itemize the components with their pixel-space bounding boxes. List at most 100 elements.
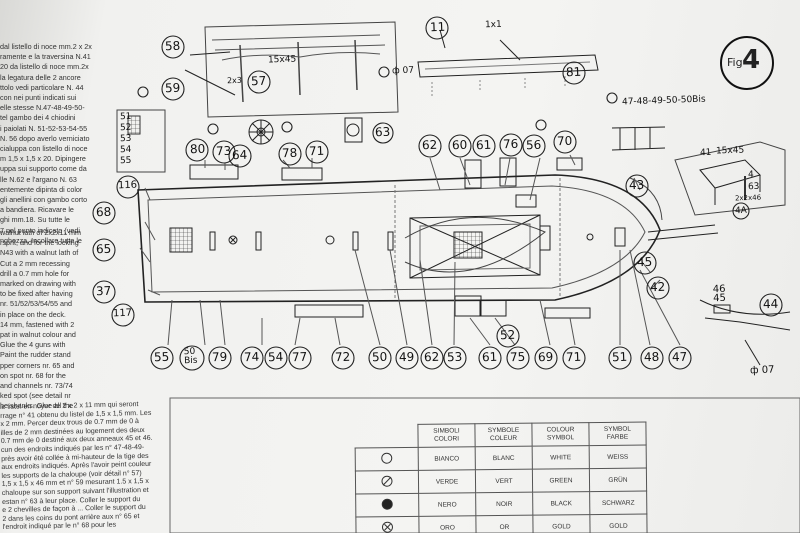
legend-row: ORO OR GOLD GOLD (355, 513, 648, 533)
label-81: 81 (565, 64, 582, 80)
label-60: 60 (451, 137, 468, 153)
label-44: 44 (762, 296, 779, 312)
text-line: in place on the deck. (0, 309, 66, 319)
cell: WEISS (589, 444, 647, 469)
label-75: 75 (509, 349, 526, 365)
text-line: gli anellini con gambo corto (0, 195, 88, 205)
text-line: 20 da listello di noce mm.2x (0, 62, 89, 72)
text-line: N. 56 dopo averlo verniciato (0, 133, 90, 143)
cell: SCHWARZ (589, 490, 647, 515)
label-51: 51 (119, 111, 132, 123)
header-de: SYMBOL FARBE (588, 421, 647, 446)
label-42: 42 (649, 279, 666, 295)
figure-number: 4 (742, 45, 761, 75)
label-62-top: 62 (421, 137, 438, 153)
text-line: walnut lath of 2x2x11 mm (0, 228, 81, 237)
text-line: i paiolati N. 51-52-53-54-55 (0, 123, 88, 133)
cell: ORO (418, 515, 477, 533)
text-line: entemente dipinta di color (0, 184, 83, 194)
label-49: 49 (398, 349, 415, 365)
cell: GOLD (532, 514, 591, 533)
label-72: 72 (334, 349, 351, 365)
label-43: 43 (628, 177, 645, 193)
cell: GREEN (532, 468, 590, 493)
cell: NOIR (475, 492, 533, 516)
label-55-bottom: 55 (153, 349, 170, 365)
text-line: rsprit, and for the locking (0, 238, 79, 248)
label-47: 47 (671, 349, 688, 365)
label-4a: 4A (734, 205, 748, 217)
text-line: he shanks. Glue all the (0, 401, 74, 411)
label-56: 56 (525, 137, 542, 153)
label-80: 80 (189, 141, 206, 157)
label-48: 48 (643, 349, 660, 365)
text-line: drill a 0.7 mm hole for (0, 268, 70, 278)
text-line: and channels nr. 73/74 (0, 381, 73, 391)
label-61-top: 61 (475, 137, 492, 153)
cell: NERO (418, 492, 476, 517)
cell: VERDE (418, 469, 476, 494)
circle-icon (381, 452, 393, 464)
text-line: ghi mm.18. Su tutte le (0, 215, 70, 225)
label-65: 65 (95, 241, 112, 257)
label-diam-07: ф 07 (391, 65, 415, 77)
label-78: 78 (281, 145, 298, 161)
text-line: uppa sui supporto come da (0, 164, 87, 174)
cell: VERT (475, 469, 533, 493)
label-53: 53 (119, 133, 132, 145)
header-it: SIMBOLI COLORI (417, 423, 476, 448)
cell: BLACK (532, 491, 590, 516)
label-71-top: 71 (308, 143, 325, 159)
label-45: 45 (636, 254, 653, 270)
legend-row: NERO NOIR BLACK SCHWARZ (355, 490, 647, 518)
text-line: la legatura delle 2 ancore (0, 72, 81, 82)
label-63-detail: 63 (747, 181, 760, 193)
text-line: nghezza. Incollare tutte le (0, 235, 82, 245)
text-line: marked on drawing with (0, 279, 76, 289)
text-line: ttolo vedi particolare N. 44 (0, 82, 84, 92)
label-73: 73 (215, 143, 232, 159)
label-63: 63 (374, 124, 391, 140)
text-line: nr. 51/52/53/54/55 and (0, 299, 72, 309)
label-54-bottom: 54 (267, 349, 284, 365)
label-52: 52 (119, 122, 132, 134)
label-51-bottom: 51 (611, 349, 628, 365)
header-fr: SYMBOLE COLEUR (474, 423, 533, 447)
text-line: to be fixed after having (0, 289, 73, 299)
text-line: N43 with a walnut lath of (0, 248, 79, 258)
label-1x1: 1x1 (484, 19, 502, 31)
cell: GRÜN (589, 467, 647, 492)
text-line: 7 nel punto indicato (vedi (0, 225, 80, 235)
text-line: Glue the 4 guns with (0, 340, 66, 350)
label-detail-15x45: 15x45 (267, 54, 297, 66)
text-line: con nei punti indicati sui (0, 93, 77, 103)
legend-row: BIANCO BLANC WHITE WEISS (355, 444, 647, 472)
label-70: 70 (556, 133, 573, 149)
circle-slash-icon (381, 475, 393, 487)
label-59: 59 (164, 80, 181, 96)
label-37: 37 (95, 283, 112, 299)
label-76: 76 (502, 136, 519, 152)
circle-filled-icon (381, 498, 393, 510)
label-117: 117 (112, 307, 133, 320)
label-4: 4 (747, 169, 754, 181)
label-52-bottom: 52 (499, 327, 516, 343)
label-diam-07-b: ф 07 (749, 364, 775, 377)
text-line: pat in walnut colour and (0, 330, 76, 340)
text-line: 14 mm, fastened with 2 (0, 319, 75, 329)
label-57: 57 (250, 73, 267, 89)
label-61-bottom: 61 (481, 349, 498, 365)
text-line: pper corners nr. 65 and (0, 360, 75, 370)
label-54: 54 (119, 144, 132, 156)
header-en: COLOUR SYMBOL (531, 422, 590, 447)
legend-row: VERDE VERT GREEN GRÜN (355, 467, 647, 495)
text-line: Paint the rudder stand (0, 350, 71, 360)
text-line: tel gambo dei 4 chiodini (0, 113, 76, 123)
text-line: cialuppa con listello di noce (0, 144, 88, 154)
text-line: ked spot (see detail nr (0, 391, 71, 401)
label-2x2x46: 2x2x46 (734, 193, 762, 203)
